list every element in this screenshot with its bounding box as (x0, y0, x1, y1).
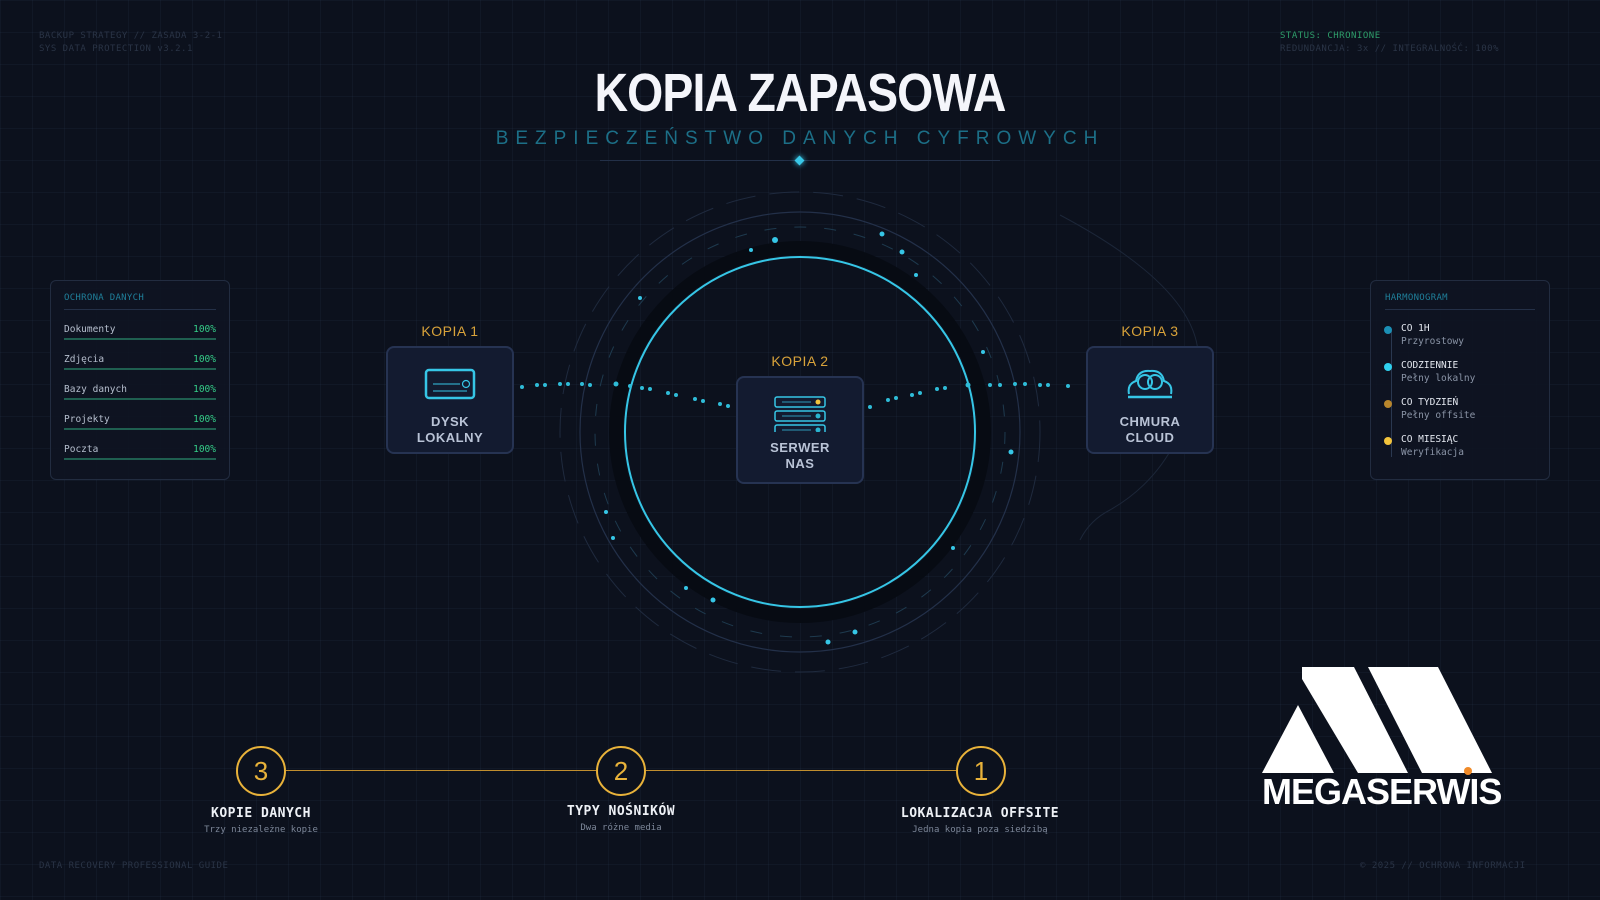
schedule-panel: HARMONOGRAM CO 1H Przyrostowy CODZIENNIE… (1370, 280, 1550, 480)
node-label: DYSK LOKALNY (417, 414, 483, 446)
protection-panel: OCHRONA DANYCH Dokumenty 100% Zdjęcia 10… (50, 280, 230, 480)
schedule-item: CODZIENNIE Pełny lokalny (1384, 360, 1535, 384)
step-2-circle: 2 (596, 746, 646, 796)
header-top-right: STATUS: CHRONIONE REDUNDANCJA: 3x // INT… (1280, 30, 1499, 56)
status-label: STATUS: CHRONIONE (1280, 31, 1381, 41)
node-cloud[interactable]: CHMURA CLOUD (1086, 346, 1214, 454)
step-title: TYPY NOŚNIKÓW (566, 804, 676, 819)
protection-value: 100% (193, 444, 216, 455)
schedule-dot-icon (1384, 326, 1392, 334)
logo-text: MEGASERWIS (1262, 771, 1502, 812)
page-subtitle: BEZPIECZEŃSTWO DANYCH CYFROWYCH (495, 128, 1105, 149)
node-label-line2: NAS (785, 456, 815, 471)
step-connector (646, 770, 956, 771)
schedule-item: CO TYDZIEŃ Pełny offsite (1384, 397, 1535, 421)
logo-mark-icon (1262, 667, 1492, 775)
step-title: KOPIE DANYCH (211, 806, 311, 821)
node-label-line1: DYSK (430, 414, 470, 429)
protection-panel-title: OCHRONA DANYCH (64, 293, 216, 310)
schedule-item: CO MIESIĄC Weryfikacja (1384, 434, 1535, 458)
protection-label: Poczta (64, 444, 99, 455)
step-desc: Dwa różne media (580, 823, 662, 833)
protection-label: Projekty (64, 414, 110, 425)
header-top-left: BACKUP STRATEGY // ZASADA 3-2-1 SYS DATA… (39, 30, 222, 56)
step-desc: Jedna kopia poza siedzibą (912, 825, 1048, 835)
protection-label: Zdjęcia (64, 354, 105, 365)
step-1-circle: 1 (956, 746, 1006, 796)
node-label-line1: SERWER (770, 440, 830, 455)
strategy-label: BACKUP STRATEGY // ZASADA 3-2-1 (39, 31, 223, 41)
server-icon (774, 396, 826, 432)
page-title: KOPIA ZAPASOWA (594, 63, 1006, 123)
protection-value: 100% (193, 384, 216, 395)
step-2: TYPY NOŚNIKÓW Dwa różne media (501, 804, 741, 833)
schedule-what: Pełny offsite (1401, 410, 1476, 421)
copy-3-label: KOPIA 3 (1121, 323, 1179, 339)
schedule-timeline (1391, 331, 1392, 457)
schedule-item: CO 1H Przyrostowy (1384, 323, 1535, 347)
schedule-dot-icon (1384, 363, 1392, 371)
protection-value: 100% (193, 414, 216, 425)
step-desc: Trzy niezależne kopie (204, 825, 318, 835)
node-nas-server[interactable]: SERWER NAS (736, 376, 864, 484)
protection-row: Zdjęcia 100% (64, 354, 216, 370)
version-label: SYS DATA PROTECTION v3.2.1 (39, 44, 193, 54)
cloud-icon (1127, 369, 1173, 399)
node-label-line1: CHMURA (1119, 414, 1181, 429)
protection-row: Projekty 100% (64, 414, 216, 430)
step-title: LOKALIZACJA OFFSITE (900, 806, 1060, 821)
footer-left: DATA RECOVERY PROFESSIONAL GUIDE (39, 861, 229, 871)
protection-row: Bazy danych 100% (64, 384, 216, 400)
step-3-circle: 3 (236, 746, 286, 796)
schedule-when: CO TYDZIEŃ (1401, 397, 1459, 408)
protection-value: 100% (193, 354, 216, 365)
node-label: CHMURA CLOUD (1120, 414, 1181, 446)
schedule-when: CODZIENNIE (1401, 360, 1459, 371)
schedule-panel-title: HARMONOGRAM (1385, 293, 1535, 310)
hard-drive-icon (424, 368, 476, 400)
redundancy-label: REDUNDANCJA: 3x // INTEGRALNOŚĆ: 100% (1280, 44, 1499, 54)
megaserwis-logo: MEGASERWIS (1258, 665, 1502, 815)
protection-row: Dokumenty 100% (64, 324, 216, 340)
schedule-when: CO MIESIĄC (1401, 434, 1459, 445)
node-label: SERWER NAS (770, 440, 830, 472)
node-label-line2: LOKALNY (416, 430, 484, 445)
schedule-when: CO 1H (1401, 323, 1430, 334)
schedule-dot-icon (1384, 437, 1392, 445)
copy-1-label: KOPIA 1 (421, 323, 479, 339)
step-connector (286, 770, 596, 771)
node-local-disk[interactable]: DYSK LOKALNY (386, 346, 514, 454)
schedule-what: Pełny lokalny (1401, 373, 1476, 384)
footer-right: © 2025 // OCHRONA INFORMACJI (1360, 861, 1526, 871)
step-3: KOPIE DANYCH Trzy niezależne kopie (141, 806, 381, 835)
protection-row: Poczta 100% (64, 444, 216, 460)
schedule-dot-icon (1384, 400, 1392, 408)
schedule-what: Weryfikacja (1401, 447, 1464, 458)
step-1: LOKALIZACJA OFFSITE Jedna kopia poza sie… (860, 806, 1100, 835)
node-label-line2: CLOUD (1125, 430, 1175, 445)
copy-2-label: KOPIA 2 (771, 353, 829, 369)
protection-value: 100% (193, 324, 216, 335)
schedule-what: Przyrostowy (1401, 336, 1464, 347)
protection-label: Bazy danych (64, 384, 127, 395)
protection-label: Dokumenty (64, 324, 116, 335)
